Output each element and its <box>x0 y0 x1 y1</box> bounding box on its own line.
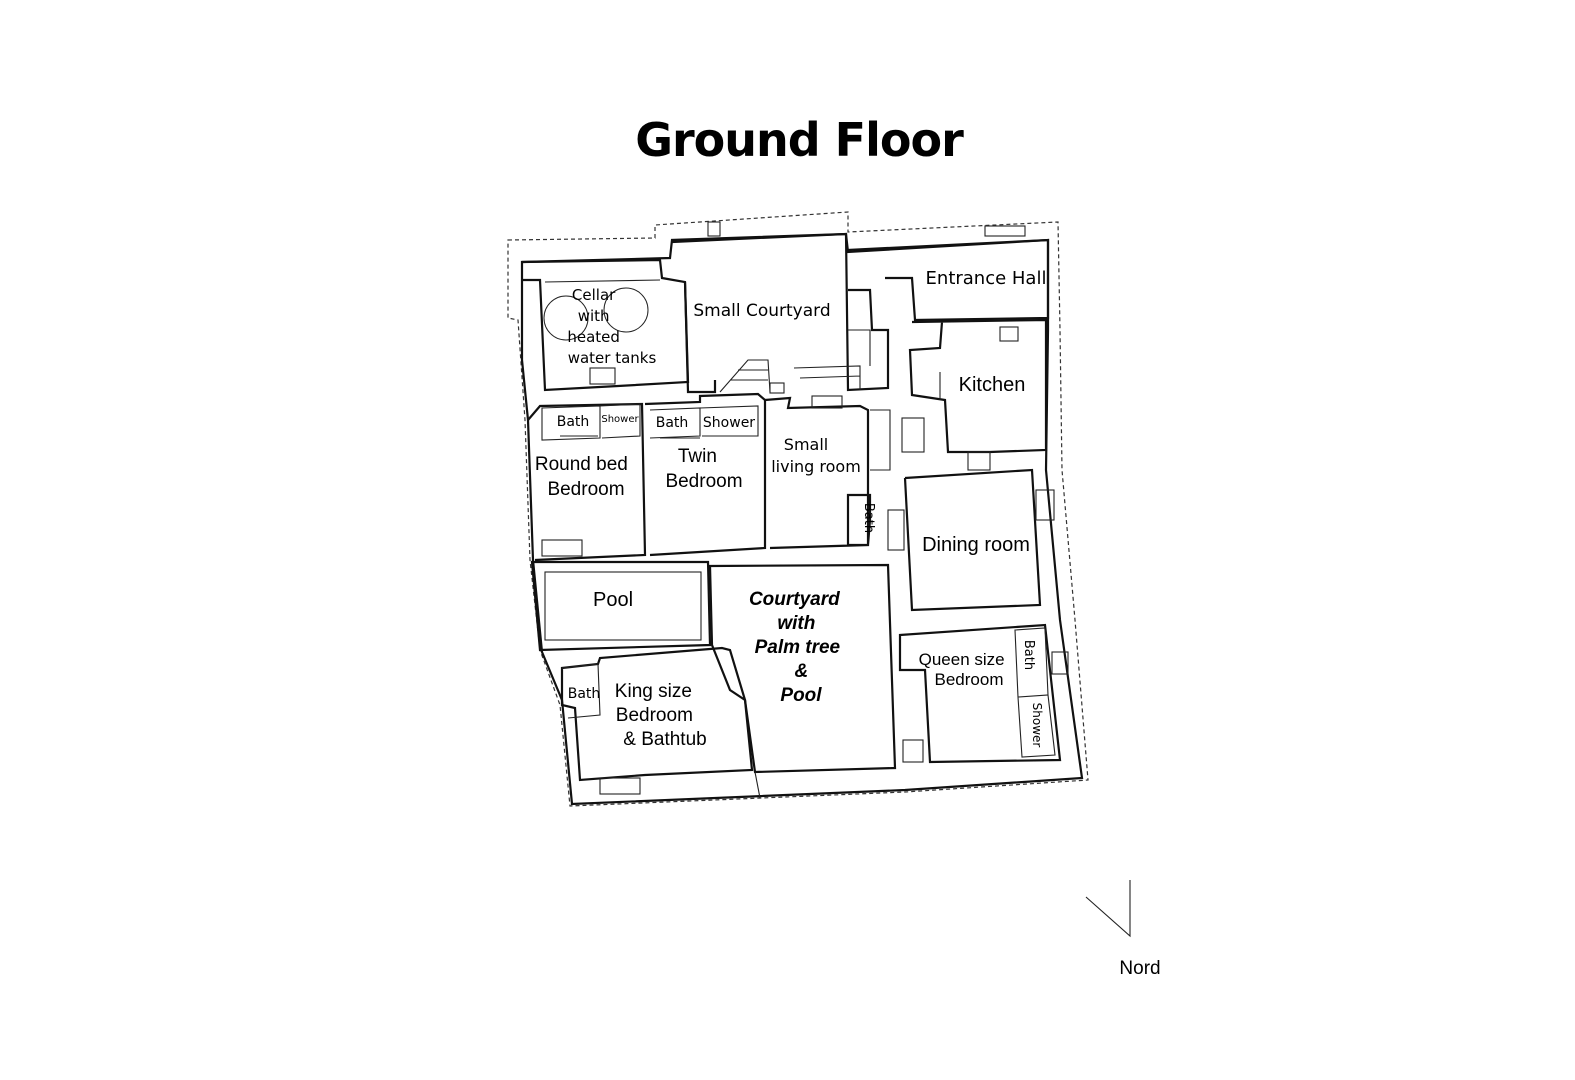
bath-label-round: Bath <box>557 414 590 430</box>
queen-label-2: Bedroom <box>935 670 1004 689</box>
small-courtyard-room: Small Courtyard <box>671 221 890 394</box>
cellar-label-1: Cellar <box>572 286 616 304</box>
queen-bedroom-room: Queen size Bedroom Bath Shower <box>898 623 1069 764</box>
svg-text:Queen size Bedroom: Queen size Bedroom <box>919 650 1010 689</box>
svg-text:Courtyard with Pal: Courtyard with Palm tree & Pool <box>749 589 845 706</box>
svg-text:Round bed Bedroom: Round bed Bedroom <box>535 454 633 500</box>
bath-label-queen: Bath <box>1021 640 1036 670</box>
shower-label-queen: Shower <box>1030 703 1044 748</box>
cellar-room: Cellar with heated water tanks <box>521 258 690 392</box>
pool-label: Pool <box>593 589 633 611</box>
courtyard-label-3: Palm tree <box>755 637 841 658</box>
outer-boundary <box>507 211 1089 807</box>
cellar-label-3: heated <box>567 328 620 346</box>
courtyard-label-2: with <box>777 613 815 634</box>
courtyard-label-5: Pool <box>780 685 822 706</box>
king-label-1: King size <box>615 681 692 702</box>
bath-label-twin: Bath <box>656 415 689 431</box>
round-bed-label-1: Round bed <box>535 454 628 475</box>
svg-text:Twin Bedroom: Twin Bedroom <box>665 446 742 492</box>
shower-label-twin: Shower <box>703 415 755 431</box>
pool-room: Pool <box>530 560 712 652</box>
twin-bed-label-2: Bedroom <box>665 471 742 492</box>
dining-label: Dining room <box>922 534 1030 556</box>
entrance-hall-room: Entrance Hall <box>847 225 1050 342</box>
small-living-room: Small living room Bath <box>764 395 891 550</box>
dining-room: Dining room <box>887 451 1055 612</box>
cellar-label-2: with <box>578 307 610 325</box>
twin-bed-label-1: Twin <box>678 446 717 467</box>
king-label-2: Bedroom <box>616 705 693 726</box>
north-compass: Nord <box>1085 880 1161 979</box>
plan-title: Ground Floor <box>635 113 964 167</box>
small-courtyard-label: Small Courtyard <box>693 301 830 321</box>
cellar-label-4: water tanks <box>568 349 657 367</box>
courtyard-label-4: & <box>794 661 808 682</box>
kitchen-room: Kitchen <box>901 318 1048 454</box>
queen-label-1: Queen size <box>919 650 1005 669</box>
courtyard-room: Courtyard with Palm tree & Pool <box>708 563 897 799</box>
round-bed-bedroom-room: Bath Shower Round bed Bedroom <box>527 402 647 562</box>
king-label-3: & Bathtub <box>623 729 706 750</box>
courtyard-label-1: Courtyard <box>749 589 840 610</box>
compass-label: Nord <box>1119 958 1160 979</box>
north-arrow-icon <box>1085 880 1131 938</box>
small-living-label-2: living room <box>771 457 861 476</box>
small-living-label-1: Small <box>784 435 828 454</box>
twin-bedroom-room: Bath Shower Twin Bedroom <box>644 392 767 557</box>
bath-label-living: Bath <box>861 503 876 533</box>
king-bedroom-room: Bath King size Bedroom & Bathtub <box>560 646 754 795</box>
shower-label-round: Shower <box>601 414 639 425</box>
round-bed-label-2: Bedroom <box>547 479 624 500</box>
svg-text:King size Bedroom: King size Bedroom & Bathtub <box>615 681 707 750</box>
kitchen-label: Kitchen <box>959 374 1026 396</box>
svg-text:Cellar with heated: Cellar with heated water tanks <box>567 286 656 367</box>
bath-label-king: Bath <box>568 686 601 702</box>
entrance-hall-label: Entrance Hall <box>926 268 1047 289</box>
